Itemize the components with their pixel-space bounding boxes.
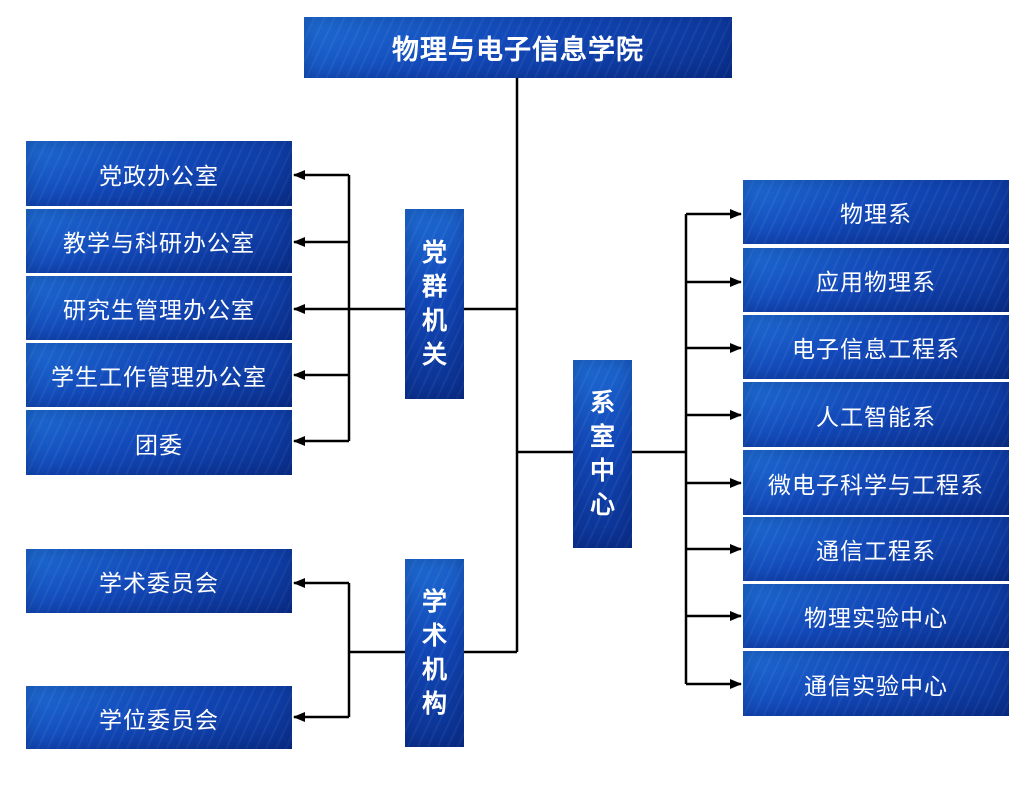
department-item-box: 物理实验中心	[743, 584, 1009, 648]
academic-item-box: 学术委员会	[26, 549, 292, 613]
department-item-box: 微电子科学与工程系	[743, 450, 1009, 515]
group-label-char: 室	[589, 422, 615, 451]
department-item-box: 物理系	[743, 180, 1009, 244]
group-label-char: 系	[589, 388, 615, 417]
college-title-box: 物理与电子信息学院	[304, 17, 732, 78]
party-item-label: 团委	[135, 432, 183, 459]
group-label-char: 机	[421, 306, 447, 335]
group-label-party: 党 群 机 关	[405, 209, 464, 399]
party-item-box: 团委	[26, 410, 292, 475]
party-item-box: 教学与科研办公室	[26, 209, 292, 273]
department-item-label: 通信工程系	[816, 539, 936, 565]
party-item-box: 研究生管理办公室	[26, 276, 292, 340]
party-item-label: 学生工作管理办公室	[51, 365, 267, 391]
party-item-label: 研究生管理办公室	[63, 298, 255, 324]
department-item-label: 应用物理系	[816, 270, 936, 296]
group-label-char: 群	[421, 272, 447, 301]
party-item-box: 党政办公室	[26, 141, 292, 206]
group-label-departments: 系 室 中 心	[573, 360, 632, 548]
party-item-label: 党政办公室	[99, 163, 219, 190]
party-item-box: 学生工作管理办公室	[26, 343, 292, 407]
department-item-label: 通信实验中心	[804, 673, 948, 700]
group-label-char: 机	[421, 655, 447, 684]
group-label-char: 心	[589, 490, 615, 519]
department-item-box: 人工智能系	[743, 382, 1009, 447]
department-item-label: 人工智能系	[816, 404, 936, 431]
academic-item-box: 学位委员会	[26, 686, 292, 749]
department-item-box: 通信实验中心	[743, 651, 1009, 716]
group-label-char: 党	[421, 238, 447, 267]
academic-item-label: 学位委员会	[99, 707, 219, 734]
department-item-box: 应用物理系	[743, 248, 1009, 312]
academic-item-label: 学术委员会	[99, 571, 219, 597]
college-title: 物理与电子信息学院	[392, 35, 644, 66]
group-label-char: 关	[421, 340, 447, 369]
group-label-char: 中	[589, 456, 615, 485]
department-item-label: 电子信息工程系	[792, 337, 960, 363]
department-item-label: 物理实验中心	[804, 606, 948, 632]
group-label-academic: 学 术 机 构	[405, 559, 464, 747]
group-label-char: 构	[421, 689, 447, 718]
party-item-label: 教学与科研办公室	[63, 231, 255, 257]
group-label-char: 学	[421, 587, 447, 616]
department-item-label: 微电子科学与工程系	[768, 472, 984, 499]
group-label-char: 术	[421, 621, 447, 650]
department-item-box: 通信工程系	[743, 517, 1009, 581]
department-item-box: 电子信息工程系	[743, 315, 1009, 379]
department-item-label: 物理系	[840, 202, 912, 228]
